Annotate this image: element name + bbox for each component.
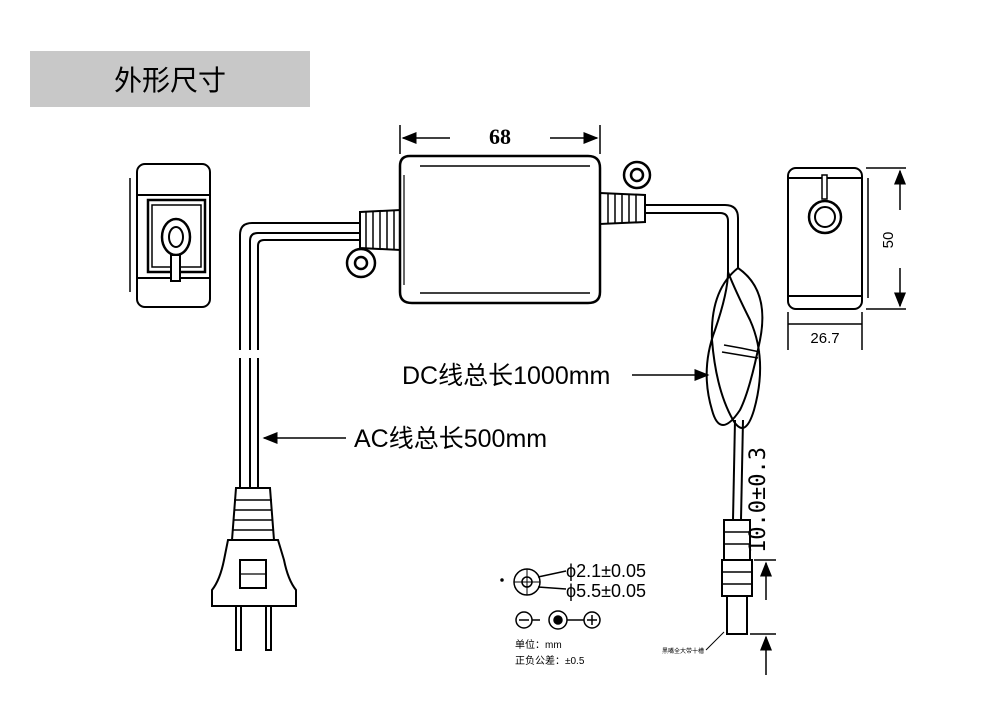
outer-diameter-label: ϕ5.5±0.05 [566,581,646,601]
small-note-leader [705,631,725,651]
power-adapter-body [345,154,652,305]
dimension-68 [399,125,601,154]
section-title: 外形尺寸 [113,64,226,97]
unit-note: 单位：mm [515,638,562,651]
inner-diameter-label: ϕ2.1±0.05 [566,561,646,581]
ac-cable [239,222,360,488]
dimension-plug-length-label: 10.0±0.3 [746,447,771,553]
end-view-ac [129,163,211,308]
dc-cable-label: DC线总长1000mm [402,362,610,390]
dimension-68-label: 68 [489,124,511,149]
dimension-26-7-label: 26.7 [810,330,839,347]
polarity-symbol [515,610,601,630]
dc-barrel-plug [721,519,753,635]
section-header: 外形尺寸 [30,51,310,107]
ac-plug [211,487,297,651]
end-view-dc [787,167,869,310]
dimension-50 [866,167,906,310]
small-note: 黑嘴全大带十槽 [662,647,704,655]
dc-cable [645,204,764,521]
ac-cable-label: AC线总长500mm [354,425,547,453]
tolerance-note: 正负公差：±0.5 [515,654,585,667]
dimension-plug-length [750,559,776,675]
connector-section-icon [500,568,567,596]
dimension-26-7 [787,312,863,350]
dimension-50-label: 50 [880,232,897,249]
